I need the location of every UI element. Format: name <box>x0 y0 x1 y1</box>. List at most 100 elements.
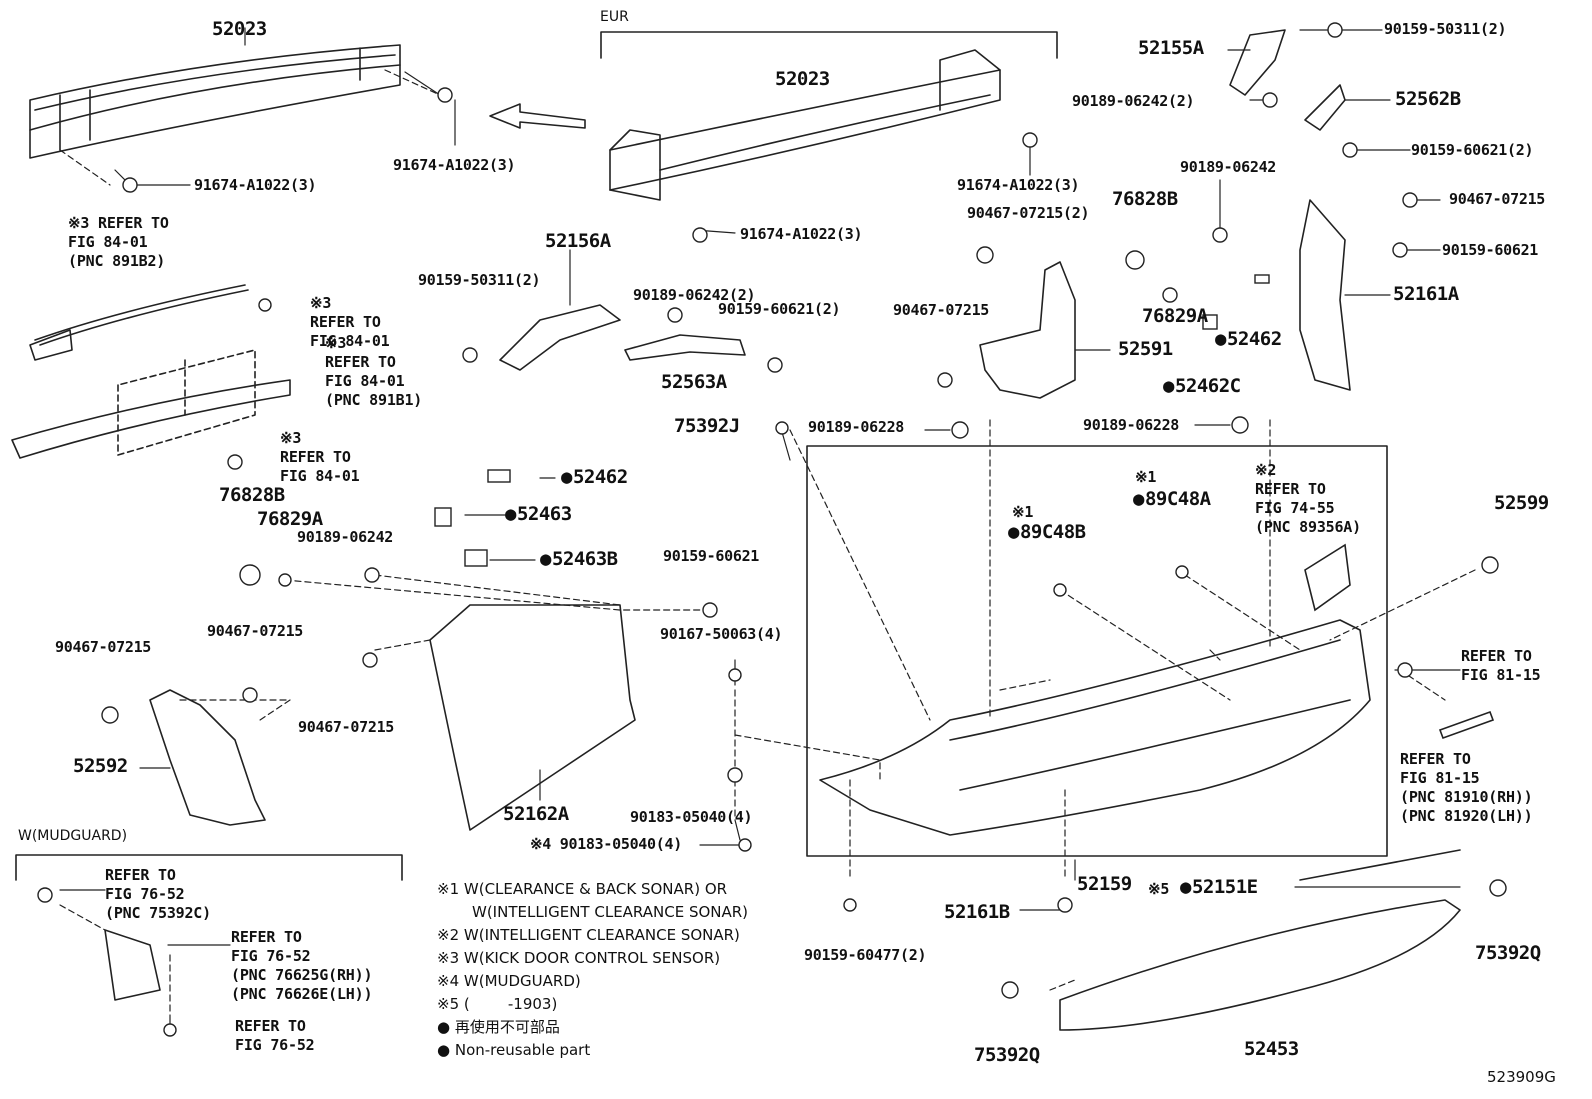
part-52023-left: 52023 <box>212 18 267 40</box>
fasteners <box>37 22 1507 1037</box>
note-5-52151e: ※5 <box>1148 880 1170 898</box>
part-90159-50311-tr: 90159-50311(2) <box>1384 20 1507 38</box>
mudguard-title: W(MUDGUARD) <box>18 828 128 844</box>
part-52563a: 52563A <box>661 371 727 393</box>
part-90467-07215-l3: 90467-07215 <box>298 718 395 736</box>
note-refer-fig-84-01-b: ※3 REFER TO FIG 84-01 <box>310 294 390 350</box>
note-1-89c48b: ※1 <box>1012 503 1034 521</box>
legend-note-3: ※3 W(KICK DOOR CONTROL SENSOR) <box>437 949 721 967</box>
part-52562b: 52562B <box>1395 88 1461 110</box>
note-refer-fig-81-15-b: REFER TO FIG 81-15 (PNC 81910(RH)) (PNC … <box>1400 750 1533 825</box>
part-52159: 52159 <box>1077 873 1132 895</box>
part-52599: 52599 <box>1494 492 1549 514</box>
mudguard-refer-a: REFER TO FIG 76-52 (PNC 75392C) <box>105 866 211 922</box>
part-90467-07215-c: 90467-07215 <box>893 301 990 319</box>
part-52463: 52463 <box>505 505 572 524</box>
part-90189-06242-r: 90189-06242 <box>1180 158 1277 176</box>
sensor-wiring-harness <box>29 284 249 361</box>
mudguard-bracket <box>15 854 403 881</box>
legend-note-4: ※4 W(MUDGUARD) <box>437 972 581 990</box>
rear-bumper-reinforcement-eur <box>609 49 1001 201</box>
retainer-52591 <box>979 261 1076 399</box>
part-90159-60621-m: 90159-60621 <box>663 547 760 565</box>
side-extension-52162a <box>429 604 636 831</box>
part-52155a: 52155A <box>1138 37 1204 59</box>
bullet-dot-icon: ● <box>437 1041 455 1059</box>
bullet-dot-icon: ● <box>437 1018 455 1036</box>
eur-label: EUR <box>600 9 629 25</box>
legend-non-reusable-en-row: ● Non-reusable part <box>437 1039 748 1062</box>
protector-strip-52151e <box>1299 849 1461 881</box>
note-refer-fig-84-01-a: ※3 REFER TO FIG 84-01 (PNC 891B2) <box>68 214 169 270</box>
mudguard <box>104 929 161 1001</box>
part-90159-60477: 90159-60477(2) <box>804 946 927 964</box>
part-52453: 52453 <box>1244 1038 1299 1060</box>
lower-garnish-52453 <box>1059 899 1461 1031</box>
side-piece-52161a <box>1299 199 1351 391</box>
part-52151e: 52151E <box>1180 878 1258 897</box>
bracket-52155a <box>1229 29 1286 96</box>
part-90159-60621-tr: 90159-60621(2) <box>1411 141 1534 159</box>
pads <box>434 274 1270 567</box>
mudguard-refer-c: REFER TO FIG 76-52 <box>235 1017 315 1054</box>
molding-strip-81910 <box>1438 710 1495 740</box>
bracket-52156a <box>499 304 621 371</box>
part-90183-05040-a: 90183-05040(4) <box>630 808 753 826</box>
part-91674-a1022-eur-bottom: 91674-A1022(3) <box>740 225 863 243</box>
bracket-52563a <box>624 334 746 361</box>
part-52463b: 52463B <box>540 550 618 569</box>
part-52162a: 52162A <box>503 803 569 825</box>
legend-non-reusable-en: Non-reusable part <box>454 1041 591 1059</box>
part-90467-07215-r: 90467-07215 <box>1449 190 1546 208</box>
note-refer-fig-81-15-a: REFER TO FIG 81-15 <box>1461 647 1541 684</box>
direction-arrow <box>489 103 586 129</box>
note-1-89c48a: ※1 <box>1135 468 1157 486</box>
eur-bracket <box>600 31 1058 59</box>
part-90467-07215-l2: 90467-07215 <box>207 622 304 640</box>
part-52462-r: 52462 <box>1215 330 1282 349</box>
part-91674-a1022-top: 91674-A1022(3) <box>393 156 516 174</box>
rear-bumper-reinforcement-left <box>29 44 401 159</box>
part-90467-07215-2-c: 90467-07215(2) <box>967 204 1090 222</box>
legend-note-1b: W(INTELLIGENT CLEARANCE SONAR) <box>472 903 749 921</box>
mudguard-refer-b: REFER TO FIG 76-52 (PNC 76625G(RH)) (PNC… <box>231 928 373 1003</box>
bumper-cover-frame <box>806 445 1388 857</box>
part-89c48a: 89C48A <box>1133 490 1211 509</box>
assembly-dashed-lines <box>59 69 1476 1016</box>
part-76828b-l: 76828B <box>219 484 285 506</box>
legend-non-reusable-jp-row: ● 再使用不可部品 <box>437 1016 748 1039</box>
part-52161b: 52161B <box>944 901 1010 923</box>
legend-note-5: ※5 ( -1903) <box>437 995 558 1013</box>
part-90189-06228-l: 90189-06228 <box>808 418 905 436</box>
part-76829a-r: 76829A <box>1142 305 1208 327</box>
part-91674-a1022-eur-right: 91674-A1022(3) <box>957 176 1080 194</box>
notes-legend: ※1 W(CLEARANCE & BACK SONAR) OR W(INTELL… <box>437 878 748 1062</box>
part-90189-06228-r: 90189-06228 <box>1083 416 1180 434</box>
part-90167-50063: 90167-50063(4) <box>660 625 783 643</box>
part-75392q-l: 75392Q <box>974 1044 1040 1066</box>
part-90189-06242-tr: 90189-06242(2) <box>1072 92 1195 110</box>
legend-note-1: ※1 W(CLEARANCE & BACK SONAR) OR <box>437 880 728 898</box>
part-75392q-r: 75392Q <box>1475 942 1541 964</box>
sonar-cover-89356a <box>1304 543 1351 612</box>
kick-sensor-bracket <box>11 349 291 459</box>
part-90189-06242-l: 90189-06242 <box>297 528 394 546</box>
note-2-refer-fig-74-55: ※2 REFER TO FIG 74-55 (PNC 89356A) <box>1255 461 1361 536</box>
part-76828b-r: 76828B <box>1112 188 1178 210</box>
part-89c48b: 89C48B <box>1008 523 1086 542</box>
part-75392j: 75392J <box>674 415 740 437</box>
part-52156a: 52156A <box>545 230 611 252</box>
note-refer-fig-84-01-c: ※3 REFER TO FIG 84-01 (PNC 891B1) <box>325 334 423 409</box>
part-52462c: 52462C <box>1163 377 1241 396</box>
part-52161a: 52161A <box>1393 283 1459 305</box>
retainer-52592 <box>149 689 266 826</box>
part-90159-50311-mid: 90159-50311(2) <box>418 271 541 289</box>
bracket-52562b <box>1304 84 1346 131</box>
part-52462-m: 52462 <box>561 468 628 487</box>
part-76829a-l: 76829A <box>257 508 323 530</box>
part-90159-60621-r: 90159-60621 <box>1442 241 1539 259</box>
note-refer-fig-84-01-d: ※3 REFER TO FIG 84-01 <box>280 429 360 485</box>
legend-non-reusable-jp: 再使用不可部品 <box>454 1018 560 1036</box>
